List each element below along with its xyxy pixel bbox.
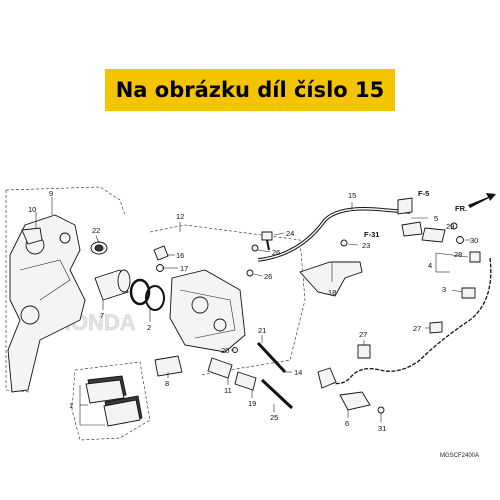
bolt-part-23 [340,239,348,247]
banner-text: Na obrázku díl číslo 15 [115,78,385,102]
callout-4: 4 [428,261,432,270]
pin-bolts [207,347,257,391]
ref-f5: F-5 [418,189,429,198]
callout-12: 12 [176,212,184,221]
callout-26b: 26 [264,272,272,281]
callout-7: 7 [100,311,104,320]
callout-27a: 27 [413,324,421,333]
callout-21: 21 [258,326,266,335]
clip-part-27a [429,321,443,334]
callout-16: 16 [176,251,184,260]
bolt-part-29 [450,222,458,230]
washer-26a [251,244,259,252]
part-number-banner: Na obrázku díl číslo 15 [105,69,395,111]
pad-group-box [71,361,151,441]
callout-20: 20 [221,346,229,355]
sensor-cable-part-6 [324,257,492,385]
sensor-part-6 [317,367,371,411]
callout-8: 8 [165,379,169,388]
diagram-code: MGSCF2400A [440,453,479,459]
caliper-body-part-12 [169,269,246,353]
callout-15: 15 [348,191,356,200]
brake-pads-part-1 [85,375,143,427]
pin-25 [260,378,294,410]
clip-part-28 [469,251,481,263]
callout-2: 2 [147,323,151,332]
callout-22: 22 [92,226,100,235]
hose-bracket-part-18 [299,261,363,297]
leader-lines [35,197,470,426]
callout-29: 29 [446,222,454,231]
callout-19: 19 [248,399,256,408]
callout-10: 10 [28,205,36,214]
ref-f31: F-31 [364,230,379,239]
pad-spring-part-8 [154,355,183,377]
bleeder-parts [153,245,169,272]
brake-hose-part-15 [257,207,411,262]
callout-1: 1 [69,401,73,410]
callout-9: 9 [49,189,53,198]
callout-6: 6 [345,419,349,428]
piston-part-7 [94,269,131,301]
callout-17: 17 [180,264,188,273]
caliper-bracket-part [7,214,86,393]
callout-14: 14 [294,368,302,377]
washer-26b [246,269,254,277]
callout-11: 11 [224,386,232,395]
boot-part-22 [90,241,108,255]
seal-rings-part-2 [129,278,165,311]
pin-21 [256,341,287,374]
hose-clamps-part-5 [397,197,446,243]
front-direction-arrow [468,193,496,208]
bracket-group-box-left [5,190,31,393]
callout-28: 28 [454,250,462,259]
callout-23: 23 [362,241,370,250]
callout-26a: 26 [272,248,280,257]
callout-30: 30 [470,236,478,245]
clip-part-10 [21,227,43,245]
bolt-part-31 [377,406,385,414]
callout-25: 25 [270,413,278,422]
callout-18: 18 [328,288,336,297]
callout-3: 3 [442,285,446,294]
caliper-group-box [149,224,306,376]
bolt-part-24 [261,231,273,251]
clip-part-3 [461,287,476,299]
callout-27b: 27 [359,330,367,339]
clip-part-27b [357,344,371,359]
bolt-part-30 [456,236,464,244]
bracket-group-box [5,186,126,216]
callout-5: 5 [434,214,438,223]
front-label: FR. [455,204,467,213]
callout-24: 24 [286,229,294,238]
callout-31: 31 [378,424,386,433]
